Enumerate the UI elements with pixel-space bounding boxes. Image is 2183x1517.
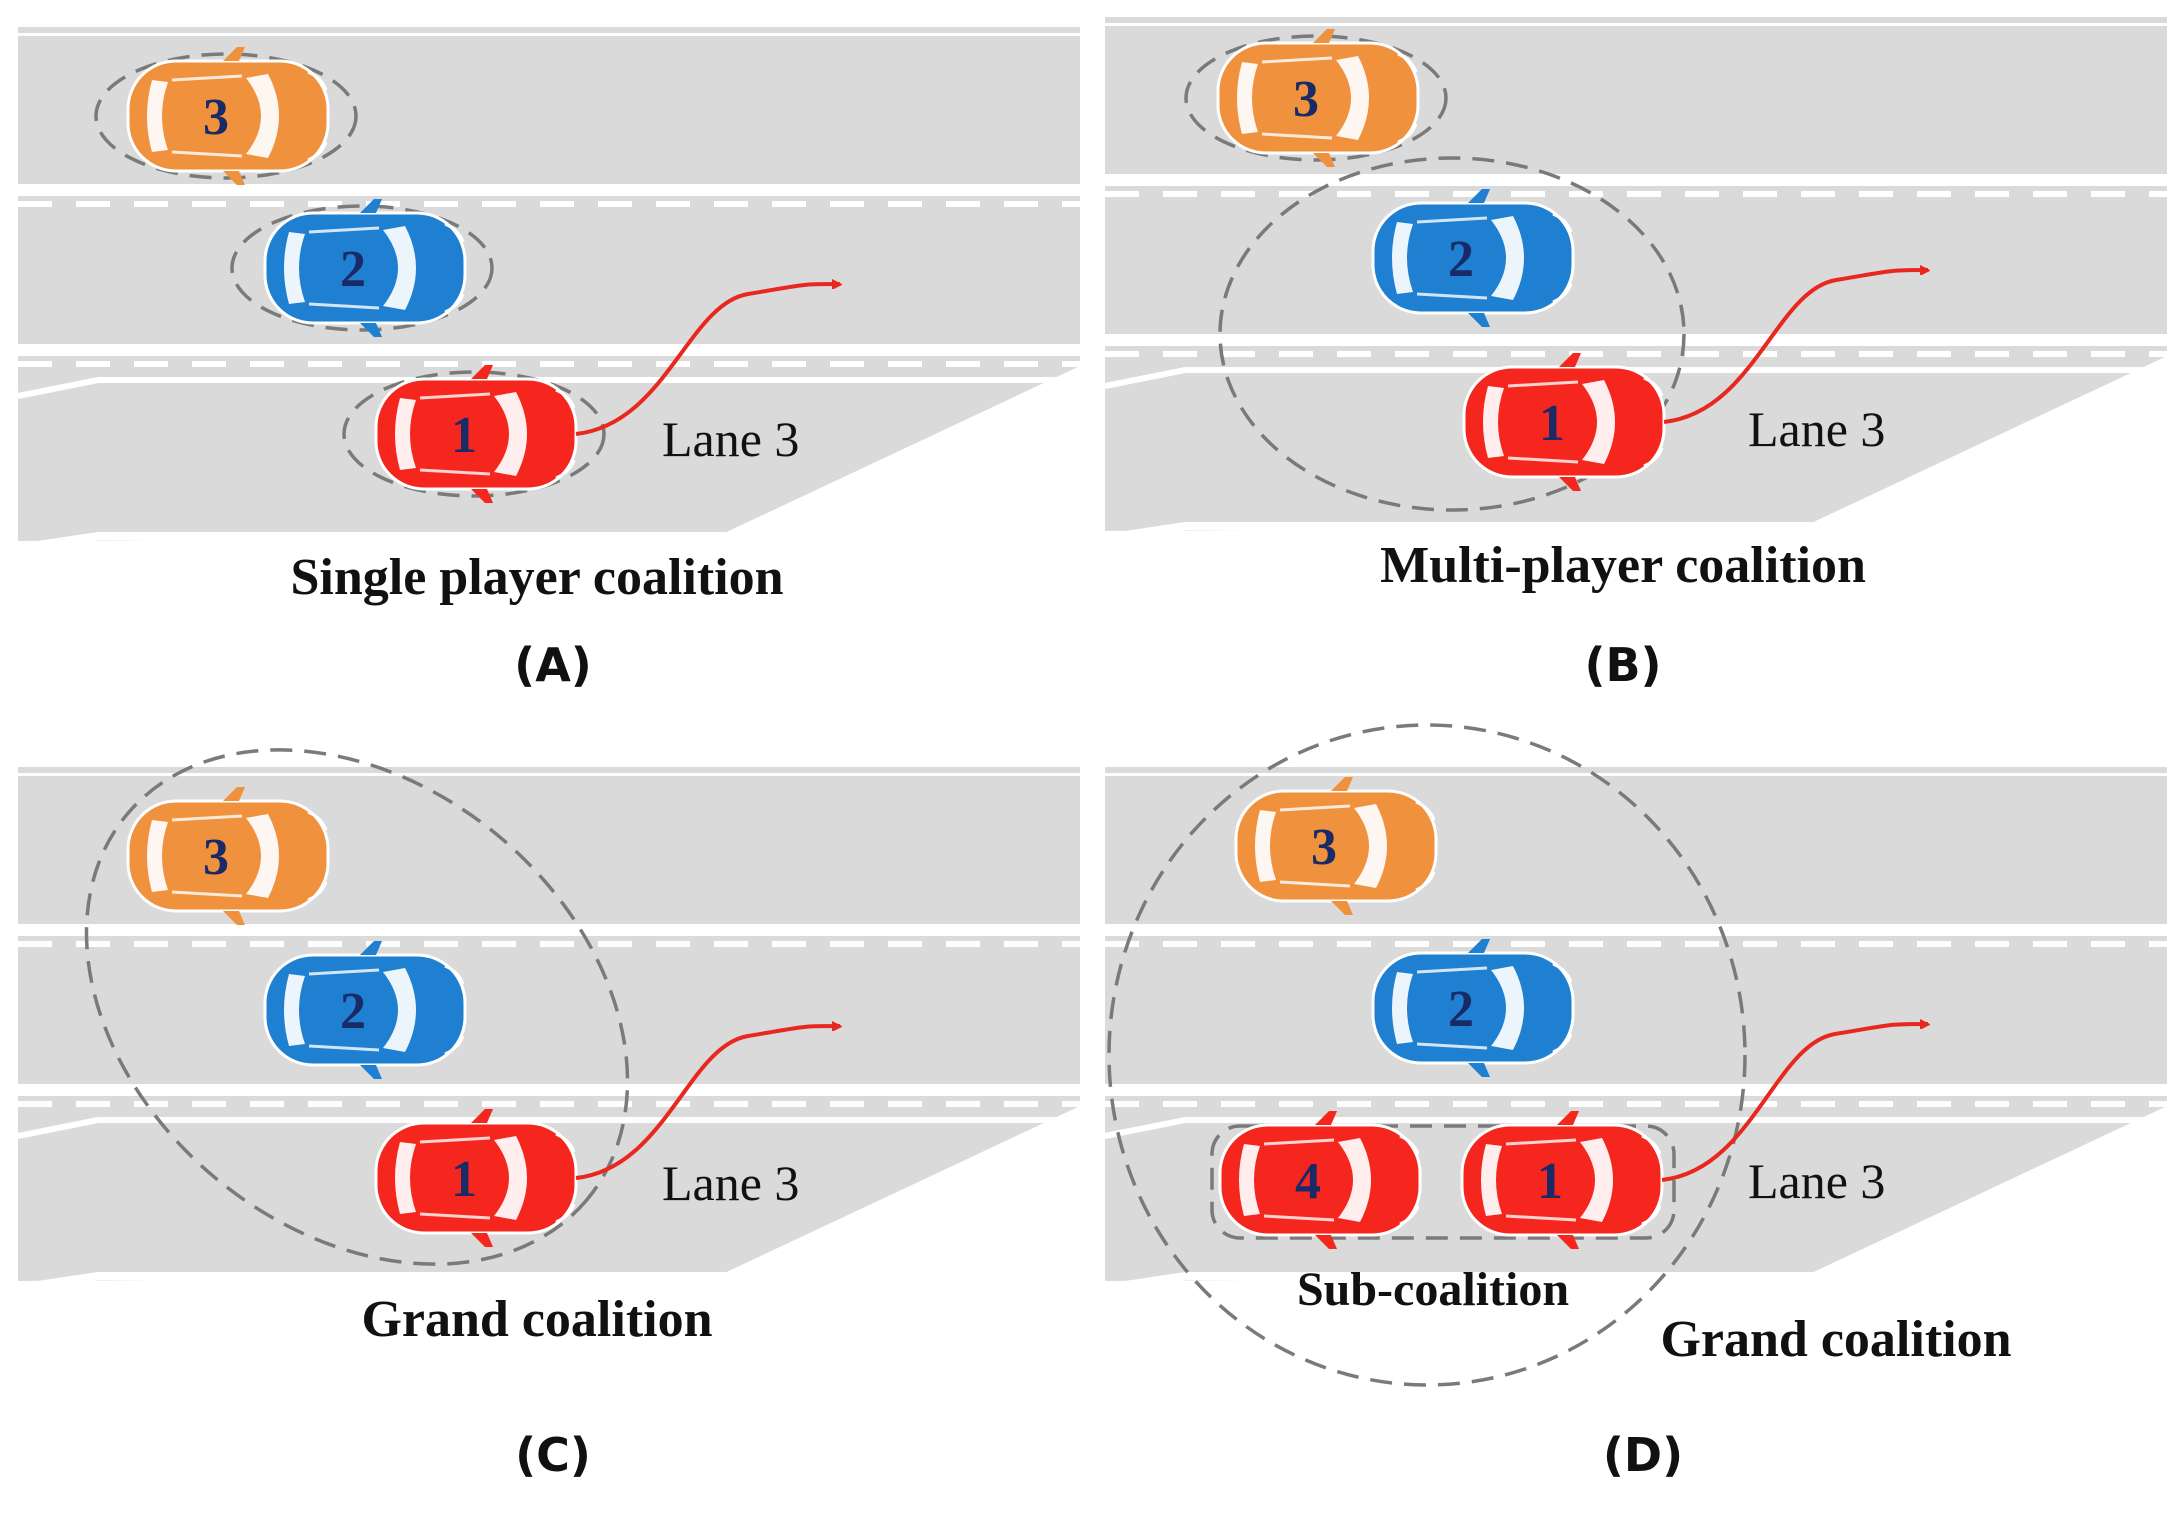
caption-d: Grand coalition	[1660, 1311, 2012, 1368]
car-3-icon-a: 3	[126, 47, 330, 185]
car-number: 1	[1539, 395, 1565, 452]
car-number: 1	[451, 407, 477, 464]
car-number: 2	[1448, 231, 1474, 288]
caption-a: Single player coalition	[290, 549, 784, 606]
car-number: 3	[1293, 71, 1319, 128]
car-2-icon-b: 2	[1371, 189, 1575, 327]
caption-b: Multi-player coalition	[1380, 537, 1866, 594]
car-number: 1	[1537, 1153, 1563, 1210]
panel-label-b: (B)	[1584, 638, 1662, 692]
car-number: 1	[451, 1151, 477, 1208]
road-a	[17, 27, 1082, 552]
car-3-icon-c: 3	[126, 787, 330, 925]
coalition-outline-grand-d	[1107, 723, 1747, 1387]
car-number: 2	[1448, 981, 1474, 1038]
lane-2	[1105, 936, 2167, 1084]
car-number: 3	[1311, 819, 1337, 876]
car-number: 4	[1295, 1153, 1321, 1210]
road-edge-bottom	[1104, 1114, 2169, 1292]
coalition-outline-car-1-a	[342, 370, 606, 498]
ramp-edge	[17, 1117, 1080, 1139]
panel-label-a: (A)	[514, 638, 592, 692]
car-3-icon-d: 3	[1234, 777, 1438, 915]
road-edge-bottom	[1104, 364, 2169, 542]
trajectory-arrow-b	[1663, 270, 1928, 424]
lane-3-label-b: Lane 3	[1748, 401, 1886, 457]
car-1-icon-c: 1	[374, 1109, 578, 1247]
panel-label-d: (D)	[1602, 1428, 1684, 1482]
car-2-icon-c: 2	[263, 941, 467, 1079]
car-1-icon-d: 1	[1460, 1111, 1664, 1249]
caption-c: Grand coalition	[361, 1291, 713, 1348]
coalition-outline-car-2-a	[230, 204, 494, 332]
panel-label-c: (C)	[515, 1428, 591, 1482]
trajectory-arrow-c	[575, 1026, 840, 1180]
coalition-outline-car-3-b	[1184, 34, 1448, 162]
lane-3-label-c: Lane 3	[662, 1155, 800, 1211]
car-4-icon-d: 4	[1218, 1111, 1422, 1249]
lane-2	[1105, 186, 2167, 334]
car-2-icon-a: 2	[263, 199, 467, 337]
car-1-icon-b: 1	[1462, 353, 1666, 491]
lane-2	[18, 936, 1080, 1084]
ramp-edge	[1104, 1117, 2167, 1139]
car-number: 2	[340, 983, 366, 1040]
trajectory-arrow-a	[575, 284, 840, 436]
car-1-icon-a: 1	[374, 365, 578, 503]
ramp-edge	[17, 377, 1080, 399]
car-number: 2	[340, 241, 366, 298]
lane-3-label-d: Lane 3	[1748, 1153, 1886, 1209]
coalition-outline-car-3-a	[94, 52, 358, 180]
coalition-outline-grand-c	[84, 748, 630, 1266]
car-3-icon-b: 3	[1216, 29, 1420, 167]
car-number: 3	[203, 89, 229, 146]
car-2-icon-d: 2	[1371, 939, 1575, 1077]
car-number: 3	[203, 829, 229, 886]
lane-3-label-a: Lane 3	[662, 411, 800, 467]
coalition-outline-cars-1-2-b	[1218, 156, 1686, 512]
trajectory-arrow-d	[1661, 1024, 1928, 1182]
road-edge-bottom	[17, 374, 1082, 552]
lane-2	[18, 196, 1080, 344]
coalition-outline-sub-d	[1210, 1124, 1676, 1240]
road-edge-bottom	[17, 1114, 1082, 1292]
ramp-edge	[1104, 367, 2167, 389]
sub-coalition-caption-d: Sub-coalition	[1296, 1263, 1570, 1316]
